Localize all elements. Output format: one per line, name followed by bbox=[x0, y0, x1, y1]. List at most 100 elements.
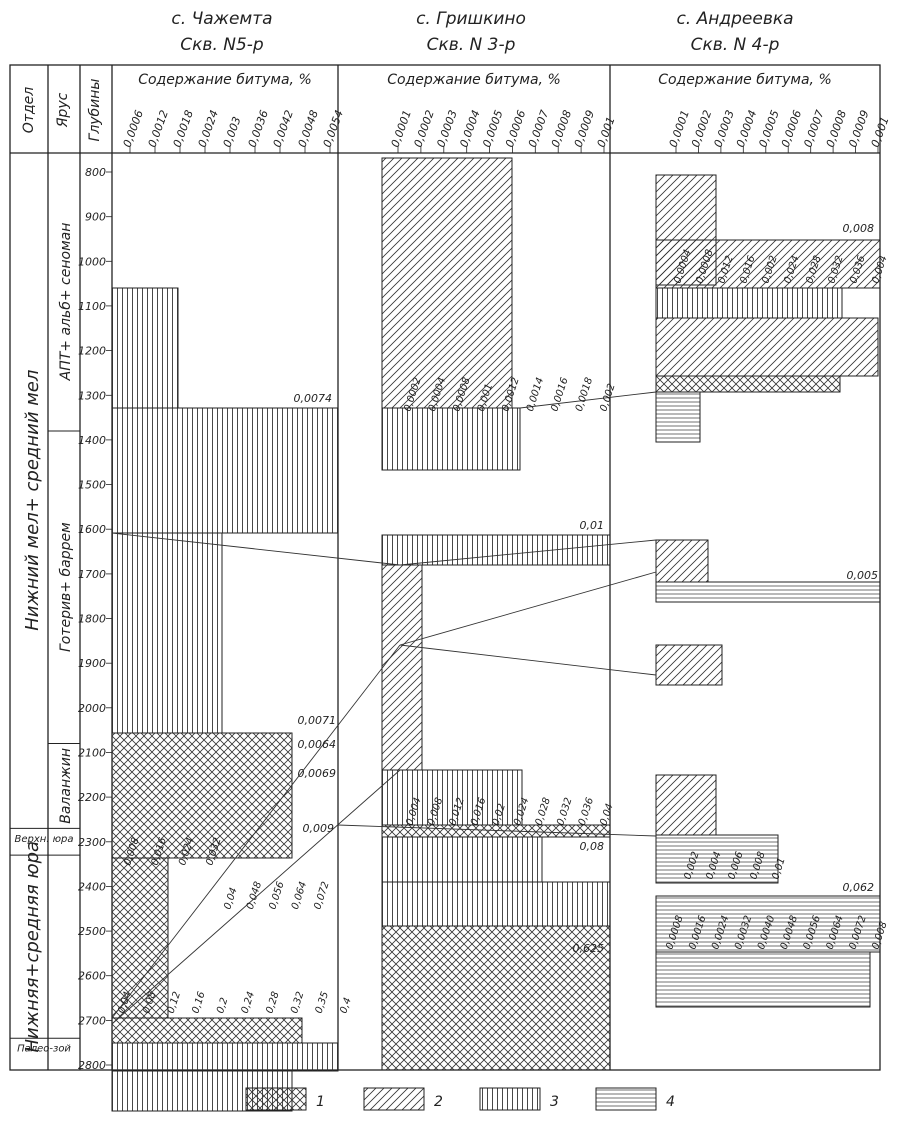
tick-label: 0,0003 bbox=[712, 108, 737, 149]
well3-axis-title: Содержание битума, % bbox=[658, 72, 832, 88]
tick-label: 0,0006 bbox=[503, 108, 528, 149]
tick-label: 0,0005 bbox=[480, 108, 505, 149]
tick-label: 0,0008 bbox=[824, 108, 849, 149]
depth-label: 1500 bbox=[78, 479, 106, 492]
header-otdel: Отдел bbox=[21, 87, 37, 133]
well2-borehole: Скв. N 3-р bbox=[427, 35, 516, 55]
tick-label: 0,0006 bbox=[779, 108, 804, 149]
legend-label-4: 4 bbox=[666, 1094, 675, 1110]
w3-annot-0062: 0,062 bbox=[843, 881, 875, 894]
w1-scale3-label: 0,072 bbox=[312, 880, 331, 911]
w2-bar bbox=[381, 407, 521, 471]
division-label: Палео-зой bbox=[17, 1044, 71, 1055]
w2-scale2-label: 0,032 bbox=[555, 796, 574, 827]
w3-bar bbox=[655, 581, 881, 603]
legend-swatch-3 bbox=[479, 1087, 541, 1111]
w3-bar bbox=[655, 951, 871, 1008]
tick-label: 0,0048 bbox=[296, 108, 321, 149]
tick-label: 0,0001 bbox=[667, 108, 692, 149]
tick-label: 0,0054 bbox=[321, 108, 346, 149]
tick-label: 0,0002 bbox=[689, 108, 714, 149]
w1-bar bbox=[111, 1017, 303, 1044]
w3-bar bbox=[655, 539, 709, 583]
w2-scale2-label: 0,036 bbox=[577, 796, 596, 827]
depth-label: 800 bbox=[85, 166, 106, 179]
w1-scale4-label: 0,35 bbox=[314, 990, 331, 1015]
tick-label: 0,0004 bbox=[457, 108, 482, 149]
stage-label: Готерив+ баррем bbox=[58, 522, 74, 652]
depth-label: 1600 bbox=[78, 523, 106, 536]
tick-label: 0,0024 bbox=[196, 108, 221, 149]
well1-profile bbox=[111, 287, 339, 1112]
w3-bar bbox=[655, 287, 843, 319]
depth-label: 1800 bbox=[78, 613, 106, 626]
depth-scale: 8009001000110012001300140015001600170018… bbox=[78, 166, 112, 1072]
w2-scale1-label: 0,0018 bbox=[574, 376, 595, 413]
tick-label: 0,0018 bbox=[171, 108, 196, 149]
tick-label: 0,0005 bbox=[756, 108, 781, 149]
tick-label: 0,001 bbox=[869, 115, 892, 149]
tick-label: 0,0001 bbox=[389, 108, 414, 149]
depth-label: 1000 bbox=[78, 255, 106, 268]
depth-label: 2800 bbox=[78, 1059, 106, 1072]
w3-annot-0008: 0,008 bbox=[843, 222, 875, 235]
w3-bar bbox=[655, 644, 723, 686]
w2-bar bbox=[381, 564, 423, 771]
tick-label: 0,0009 bbox=[572, 108, 597, 149]
tick-label: 0,0012 bbox=[146, 108, 171, 149]
w2-scale1-label: 0,002 bbox=[598, 382, 617, 413]
w1-annot-0064: 0,0064 bbox=[298, 738, 337, 751]
depth-label: 2100 bbox=[78, 747, 106, 760]
w1-annot-0074: 0,0074 bbox=[294, 392, 333, 405]
legend-swatch-4 bbox=[595, 1087, 657, 1111]
well2-profile bbox=[381, 157, 611, 1071]
tick-label: 0,003 bbox=[221, 115, 244, 149]
depth-label: 2400 bbox=[78, 880, 106, 893]
tick-label: 0,0042 bbox=[271, 108, 296, 149]
w1-scale4-label: 0,4 bbox=[338, 996, 353, 1015]
w3-bar bbox=[655, 239, 881, 289]
depth-label: 2500 bbox=[78, 925, 106, 938]
w2-scale1-label: 0,0014 bbox=[525, 376, 546, 413]
depth-label: 1900 bbox=[78, 657, 106, 670]
depth-label: 1700 bbox=[78, 568, 106, 581]
w1-scale4-label: 0,32 bbox=[289, 990, 306, 1015]
w1-bar bbox=[111, 857, 169, 1019]
w2-annot-008: 0,08 bbox=[580, 840, 605, 853]
w2-bar bbox=[381, 925, 611, 1071]
axis-titles: Содержание битума, % Содержание битума, … bbox=[138, 72, 832, 88]
w1-bar bbox=[111, 407, 339, 534]
header-glubiny: Глубины bbox=[87, 79, 103, 142]
depth-label: 1100 bbox=[78, 300, 106, 313]
legend-label-2: 2 bbox=[434, 1094, 443, 1110]
legend-label-3: 3 bbox=[550, 1094, 559, 1110]
well3-profile bbox=[655, 174, 881, 1008]
depth-label: 900 bbox=[85, 211, 106, 224]
depth-label: 2000 bbox=[78, 702, 106, 715]
tick-label: 0,0006 bbox=[121, 108, 146, 149]
w3-bar bbox=[655, 774, 717, 836]
depth-label: 1400 bbox=[78, 434, 106, 447]
w2-bar bbox=[381, 836, 543, 883]
w1-scale3-label: 0,048 bbox=[245, 880, 264, 911]
w1-scale4-label: 0,28 bbox=[264, 990, 281, 1015]
w1-annot-009: 0,009 bbox=[303, 822, 335, 835]
w1-bar bbox=[111, 532, 223, 734]
depth-label: 2600 bbox=[78, 970, 106, 983]
w1-scale3-label: 0,04 bbox=[222, 886, 239, 911]
tick-label: 0,0009 bbox=[846, 108, 871, 149]
w2-bar bbox=[381, 534, 611, 566]
depth-label: 2700 bbox=[78, 1014, 106, 1027]
well1-axis-title: Содержание битума, % bbox=[138, 72, 312, 88]
w1-scale4-label: 0,16 bbox=[190, 990, 207, 1015]
w2-scale2-label: 0,028 bbox=[534, 796, 553, 827]
w2-scale2-label: 0,04 bbox=[598, 802, 615, 827]
correlation-lines bbox=[111, 391, 657, 1025]
tick-label: 0,0007 bbox=[801, 108, 826, 149]
well1-borehole: Скв. N5-р bbox=[180, 35, 264, 55]
well3-borehole: Скв. N 4-р bbox=[691, 35, 780, 55]
w2-bar bbox=[381, 157, 513, 409]
depth-label: 2300 bbox=[78, 836, 106, 849]
w2-annot-001: 0,01 bbox=[580, 519, 605, 532]
